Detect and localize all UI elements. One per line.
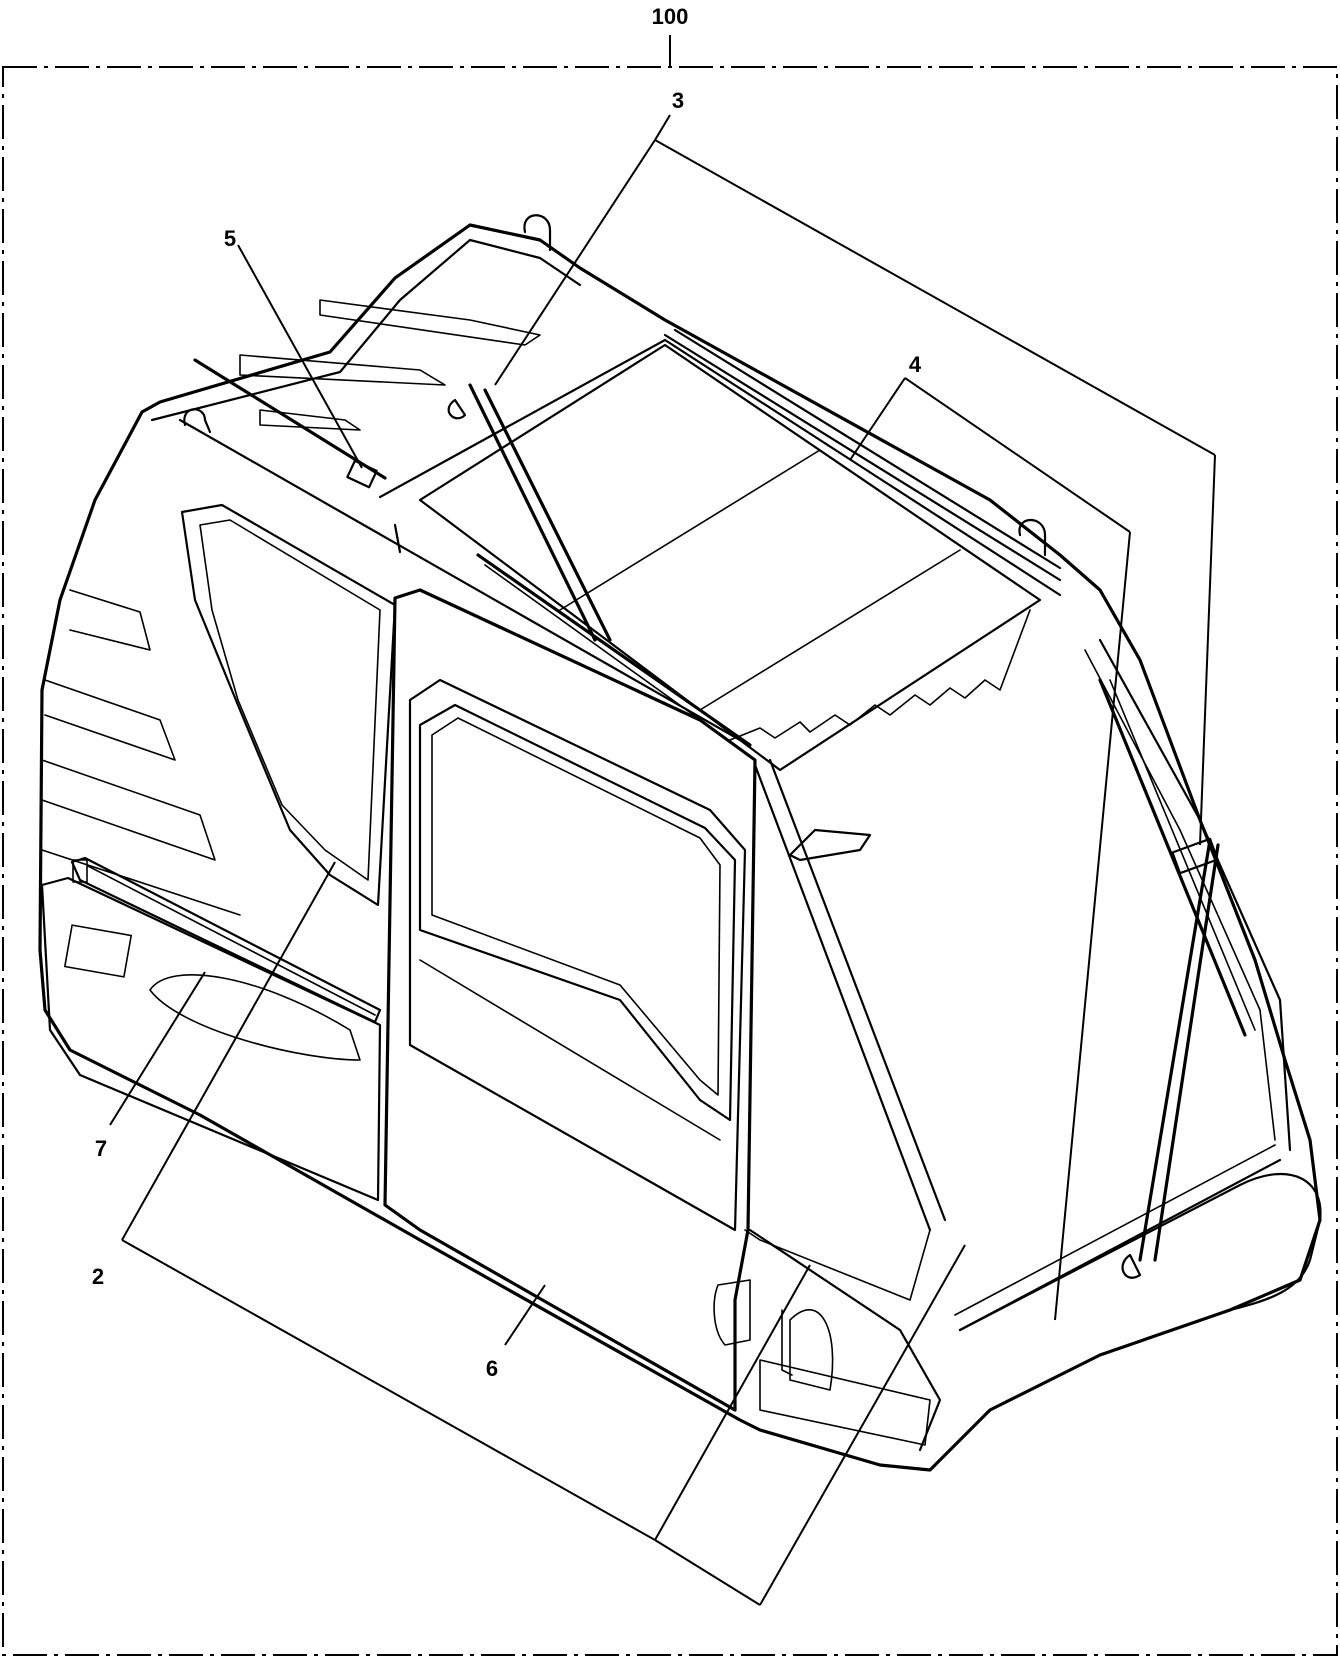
left-lower-panel [40,876,382,1202]
cab-body [38,214,1322,1472]
front-lower-panel [748,1228,942,1452]
callout-7: 7 [95,1136,107,1161]
left-panel-recess [64,924,132,978]
leader-2-to-door-lower [654,1264,811,1541]
callout-2: 2 [92,1264,104,1289]
slide-rail [70,856,382,1024]
leader-3-to-roof-wiper [494,139,656,386]
windshield-left-lower [744,1229,931,1301]
roof-wiper-pivot [447,398,467,420]
roof-wiper-arm-2 [468,383,597,642]
lifting-eye-left [183,408,212,434]
cab-outline [38,223,1322,1472]
door-lower-crease [419,959,721,1141]
rear-side-window-inner [199,519,381,881]
windshield-frame-left-inner [768,758,947,1222]
roof-grille-1 [319,299,541,346]
roof-wiper-blade-edge [484,564,746,753]
roof-glass-panel [418,343,1042,772]
leader-4-to-roof-glass [849,377,906,461]
roof-wiper-blade [476,553,752,747]
windshield-frame-right [1098,638,1292,1152]
front-wiper-pivot [1121,1253,1142,1279]
lifting-eye-rear [1018,519,1047,557]
leader-2-lower-bracket [654,1539,761,1606]
door-window [418,703,737,1122]
roof-cutaway-line [729,609,1031,741]
roof-front-edge [378,338,1062,597]
front-wiper-clamp [1171,837,1219,875]
roof-right-rail-2 [673,328,1062,570]
windshield-frame-right-inner [1084,649,1276,1141]
leader-3-stub [654,114,671,141]
callout-6: 6 [486,1356,498,1381]
roof-grille-2 [239,354,446,386]
roof-grille-3 [259,409,361,431]
callout-5: 5 [224,226,236,251]
leader-6 [504,1284,546,1346]
sliding-door [383,588,757,1412]
leader-4-bracket [904,377,1131,533]
slide-rail-stopper [72,859,88,883]
mirror-bracket [788,828,872,862]
leader-7 [109,971,206,1126]
leader-4-to-windshield [1054,531,1131,1321]
roof-glass-seam-1 [559,449,821,611]
left-panel-handle-recess [149,974,361,1061]
leader-2-to-windshield-side [759,1244,966,1606]
leader-5 [237,244,363,469]
door-inner-frame [408,678,747,1232]
callout-100: 100 [652,4,689,29]
left-side-rib-2 [44,679,176,761]
windshield-lower-edge-2 [954,1144,1276,1316]
washer-nozzle [346,459,378,489]
left-side-rib-1 [69,589,151,651]
lifting-eye-front [523,214,552,252]
front-wiper-blade-edge [1109,679,1256,1031]
front-lower-grip [781,1309,793,1376]
leader-2-bracket [121,1239,656,1541]
left-rail-clip [393,523,402,554]
left-panel-contour [150,238,582,422]
callout-3: 3 [672,88,684,113]
roof-right-rail [663,333,1062,582]
assembly-boundary-frame [2,66,1338,1656]
front-wiper-blade [1098,678,1247,1037]
left-side-rib-3 [41,759,216,861]
front-bottom-bumper [958,1172,1322,1332]
front-lower-recess [713,1279,751,1346]
front-lower-plate [759,1359,931,1446]
slide-rail-slot [87,865,376,1016]
callout-4: 4 [909,352,922,377]
leader-3-to-front-wiper [1199,454,1216,846]
roof-glass-seam-2 [699,549,961,711]
windshield-frame-left [753,763,932,1232]
front-lower-handle [789,1309,834,1391]
left-side-rib-4 [41,849,241,916]
rear-side-window [180,503,397,907]
roof-wiper-arm [483,388,612,642]
leader-2-to-rear-window [121,861,336,1241]
door-window-inner [431,717,721,1096]
left-rail [178,418,742,742]
front-wiper-arm [1138,838,1212,1262]
leader-3-bracket [654,139,1216,456]
rear-roof-wiper [193,358,387,480]
leader-lines [109,114,1216,1606]
